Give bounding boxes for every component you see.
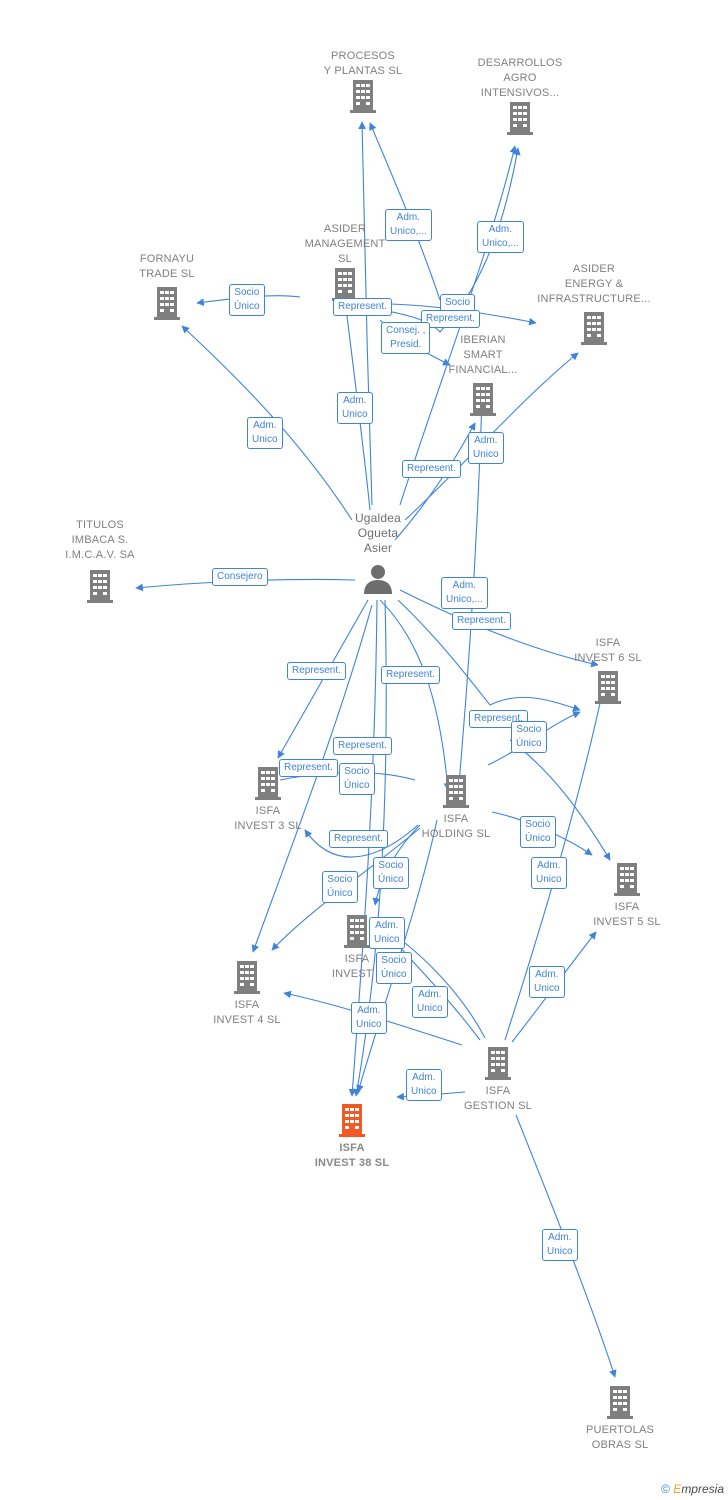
edge	[379, 599, 452, 791]
company-node-isfa-invest-4[interactable]: ISFA INVEST 4 SL	[177, 960, 317, 1028]
edge	[251, 604, 373, 953]
relation-label[interactable]: Adm. Unico,...	[385, 209, 432, 241]
edge	[356, 819, 438, 1093]
relation-label[interactable]: Adm. Unico	[412, 986, 448, 1018]
relation-label[interactable]: Adm. Unico,...	[441, 577, 488, 609]
person-node[interactable]: Ugaldea Ogueta Asier	[308, 511, 448, 596]
company-node-asider-energy[interactable]: ASIDER ENERGY & INFRASTRUCTURE...	[524, 262, 664, 345]
relation-label[interactable]: Represent.	[421, 310, 480, 328]
company-node-isfa-invest-6[interactable]: ISFA INVEST 6 SL	[538, 636, 678, 704]
building-icon	[152, 286, 182, 320]
company-label: ISFA INVEST 38 SL	[314, 1142, 390, 1169]
relation-label[interactable]: Adm. Unico,...	[477, 221, 524, 253]
relation-label[interactable]: Represent.	[333, 737, 392, 755]
brand-name: mpresia	[681, 1482, 724, 1496]
company-label: PUERTOLAS OBRAS SL	[585, 1424, 655, 1451]
edge	[348, 599, 378, 1097]
company-node-procesos[interactable]: PROCESOS Y PLANTAS SL	[293, 49, 433, 113]
building-icon	[605, 1385, 635, 1419]
company-label: IBERIAN SMART FINANCIAL...	[448, 334, 518, 376]
relation-label[interactable]: Socio Único	[339, 763, 375, 795]
edge	[404, 942, 486, 1039]
building-icon	[337, 1103, 367, 1137]
edge	[369, 122, 441, 301]
relation-label[interactable]: Adm. Unico	[369, 917, 405, 949]
company-label: DESARROLLOS AGRO INTENSIVOS...	[477, 57, 563, 99]
relation-label[interactable]: Adm. Unico	[351, 1002, 387, 1034]
building-icon	[593, 670, 623, 704]
company-node-puertolas[interactable]: PUERTOLAS OBRAS SL	[550, 1385, 690, 1453]
person-icon	[364, 565, 392, 594]
edge	[181, 325, 353, 521]
company-label: ASIDER ENERGY & INFRASTRUCTURE...	[537, 263, 651, 305]
company-label: ISFA GESTION SL	[463, 1085, 533, 1112]
relation-label[interactable]: Socio Único	[229, 284, 265, 316]
company-node-isfa-gestion[interactable]: ISFA GESTION SL	[428, 1046, 568, 1114]
building-icon	[85, 569, 115, 603]
company-label: ISFA INVEST 6 SL	[574, 637, 642, 664]
relation-label[interactable]: Adm. Unico	[542, 1229, 578, 1261]
relation-label[interactable]: Consejero	[212, 568, 268, 586]
relation-label[interactable]: Socio Único	[511, 721, 547, 753]
relation-label[interactable]: Represent.	[381, 666, 440, 684]
company-node-isfa-invest-5[interactable]: ISFA INVEST 5 SL	[557, 862, 697, 930]
building-icon	[441, 774, 471, 808]
relation-label[interactable]: Represent.	[287, 662, 346, 680]
relation-label[interactable]: Socio Único	[322, 871, 358, 903]
company-node-fornayu[interactable]: FORNAYU TRADE SL	[97, 252, 237, 320]
relation-label[interactable]: Socio Único	[520, 816, 556, 848]
company-label: ISFA INVEST 4 SL	[213, 999, 281, 1026]
relation-label[interactable]: Socio Único	[373, 857, 409, 889]
company-node-isfa-invest-3[interactable]: ISFA INVEST 3 SL	[198, 766, 338, 834]
relation-label[interactable]: Represent.	[402, 460, 461, 478]
building-icon	[612, 862, 642, 896]
building-icon	[330, 267, 360, 301]
company-label: TITULOS IMBACA S. I.M.C.A.V. SA	[65, 519, 135, 561]
edge	[399, 589, 599, 668]
company-label: ISFA HOLDING SL	[421, 813, 491, 840]
building-icon	[342, 914, 372, 948]
edge	[397, 599, 581, 712]
relation-label[interactable]: Adm. Unico	[531, 857, 567, 889]
relation-label[interactable]: Consej. , Presid.	[381, 322, 431, 354]
brand-logo: Empresia	[673, 1482, 724, 1496]
company-node-asider-management[interactable]: ASIDER MANAGEMENT SL	[275, 222, 415, 301]
relation-label[interactable]: Represent.	[452, 612, 511, 630]
relation-label[interactable]: Socio Único	[376, 952, 412, 984]
company-node-titulos[interactable]: TITULOS IMBACA S. I.M.C.A.V. SA	[30, 518, 170, 603]
building-icon	[579, 311, 609, 345]
relation-label[interactable]: Represent.	[333, 298, 392, 316]
relation-label[interactable]: Adm. Unico	[337, 392, 373, 424]
relation-label[interactable]: Adm. Unico	[406, 1069, 442, 1101]
company-node-isfa-invest-38[interactable]: ISFA INVEST 38 SL	[282, 1103, 422, 1171]
footer-brand: © Empresia	[661, 1482, 724, 1496]
edge	[304, 824, 419, 858]
building-icon	[468, 382, 498, 416]
building-icon	[505, 101, 535, 135]
relation-label[interactable]: Adm. Unico	[468, 432, 504, 464]
company-label: PROCESOS Y PLANTAS SL	[323, 50, 403, 77]
building-icon	[232, 960, 262, 994]
building-icon	[348, 79, 378, 113]
company-node-isfa-holding[interactable]: ISFA HOLDING SL	[386, 774, 526, 842]
person-label: Ugaldea Ogueta Asier	[354, 511, 402, 555]
relation-label[interactable]: Represent.	[279, 759, 338, 777]
company-label: ISFA INVEST 3 SL	[234, 805, 302, 832]
company-node-desarrollos[interactable]: DESARROLLOS AGRO INTENSIVOS...	[450, 56, 590, 135]
relation-label[interactable]: Represent.	[329, 830, 388, 848]
relation-label[interactable]: Adm. Unico	[247, 417, 283, 449]
brand-initial: E	[673, 1482, 682, 1496]
copyright-symbol: ©	[661, 1482, 670, 1496]
relation-label[interactable]: Adm. Unico	[529, 966, 565, 998]
company-node-iberian[interactable]: IBERIAN SMART FINANCIAL...	[413, 333, 553, 416]
company-label: FORNAYU TRADE SL	[139, 253, 195, 280]
building-icon	[483, 1046, 513, 1080]
company-label: ISFA INVEST 5 SL	[593, 901, 661, 928]
company-label: ASIDER MANAGEMENT SL	[304, 223, 386, 265]
